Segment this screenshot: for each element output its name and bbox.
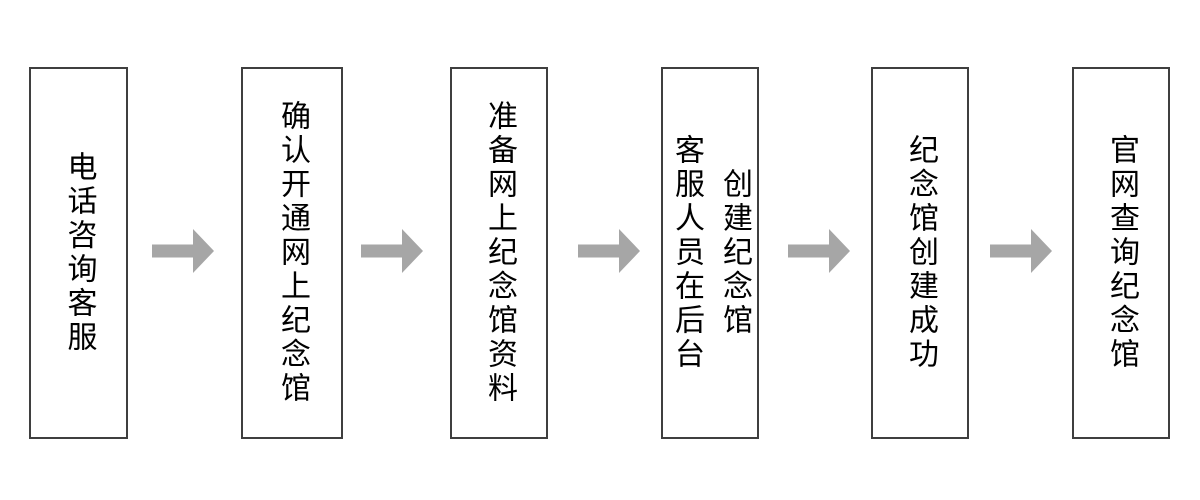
step-box-confirm-open: 确认开通网上纪念馆 (241, 67, 343, 439)
step-label: 客服人员在后台 创建纪念馆 (670, 134, 751, 372)
step-box-phone-consult: 电话咨询客服 (29, 67, 128, 439)
step-box-query-official-site: 官网查询纪念馆 (1072, 67, 1170, 439)
arrow-right-icon (361, 229, 423, 273)
step-box-create-success: 纪念馆创建成功 (871, 67, 969, 439)
arrow-right-shape (788, 229, 850, 273)
step-label: 准备网上纪念馆资料 (483, 100, 516, 406)
step-box-staff-create-backend: 客服人员在后台 创建纪念馆 (661, 67, 759, 439)
step-label: 电话咨询客服 (62, 151, 96, 355)
arrow-right-icon (152, 229, 214, 273)
step-label: 纪念馆创建成功 (904, 134, 937, 372)
arrow-right-shape (578, 229, 640, 273)
arrow-right-shape (990, 229, 1052, 273)
arrow-right-icon (788, 229, 850, 273)
arrow-right-shape (361, 229, 423, 273)
arrow-right-icon (578, 229, 640, 273)
step-box-prepare-materials: 准备网上纪念馆资料 (450, 67, 548, 439)
step-label: 确认开通网上纪念馆 (276, 100, 309, 406)
step-label: 官网查询纪念馆 (1105, 134, 1138, 372)
arrow-right-icon (990, 229, 1052, 273)
arrow-right-shape (152, 229, 214, 273)
